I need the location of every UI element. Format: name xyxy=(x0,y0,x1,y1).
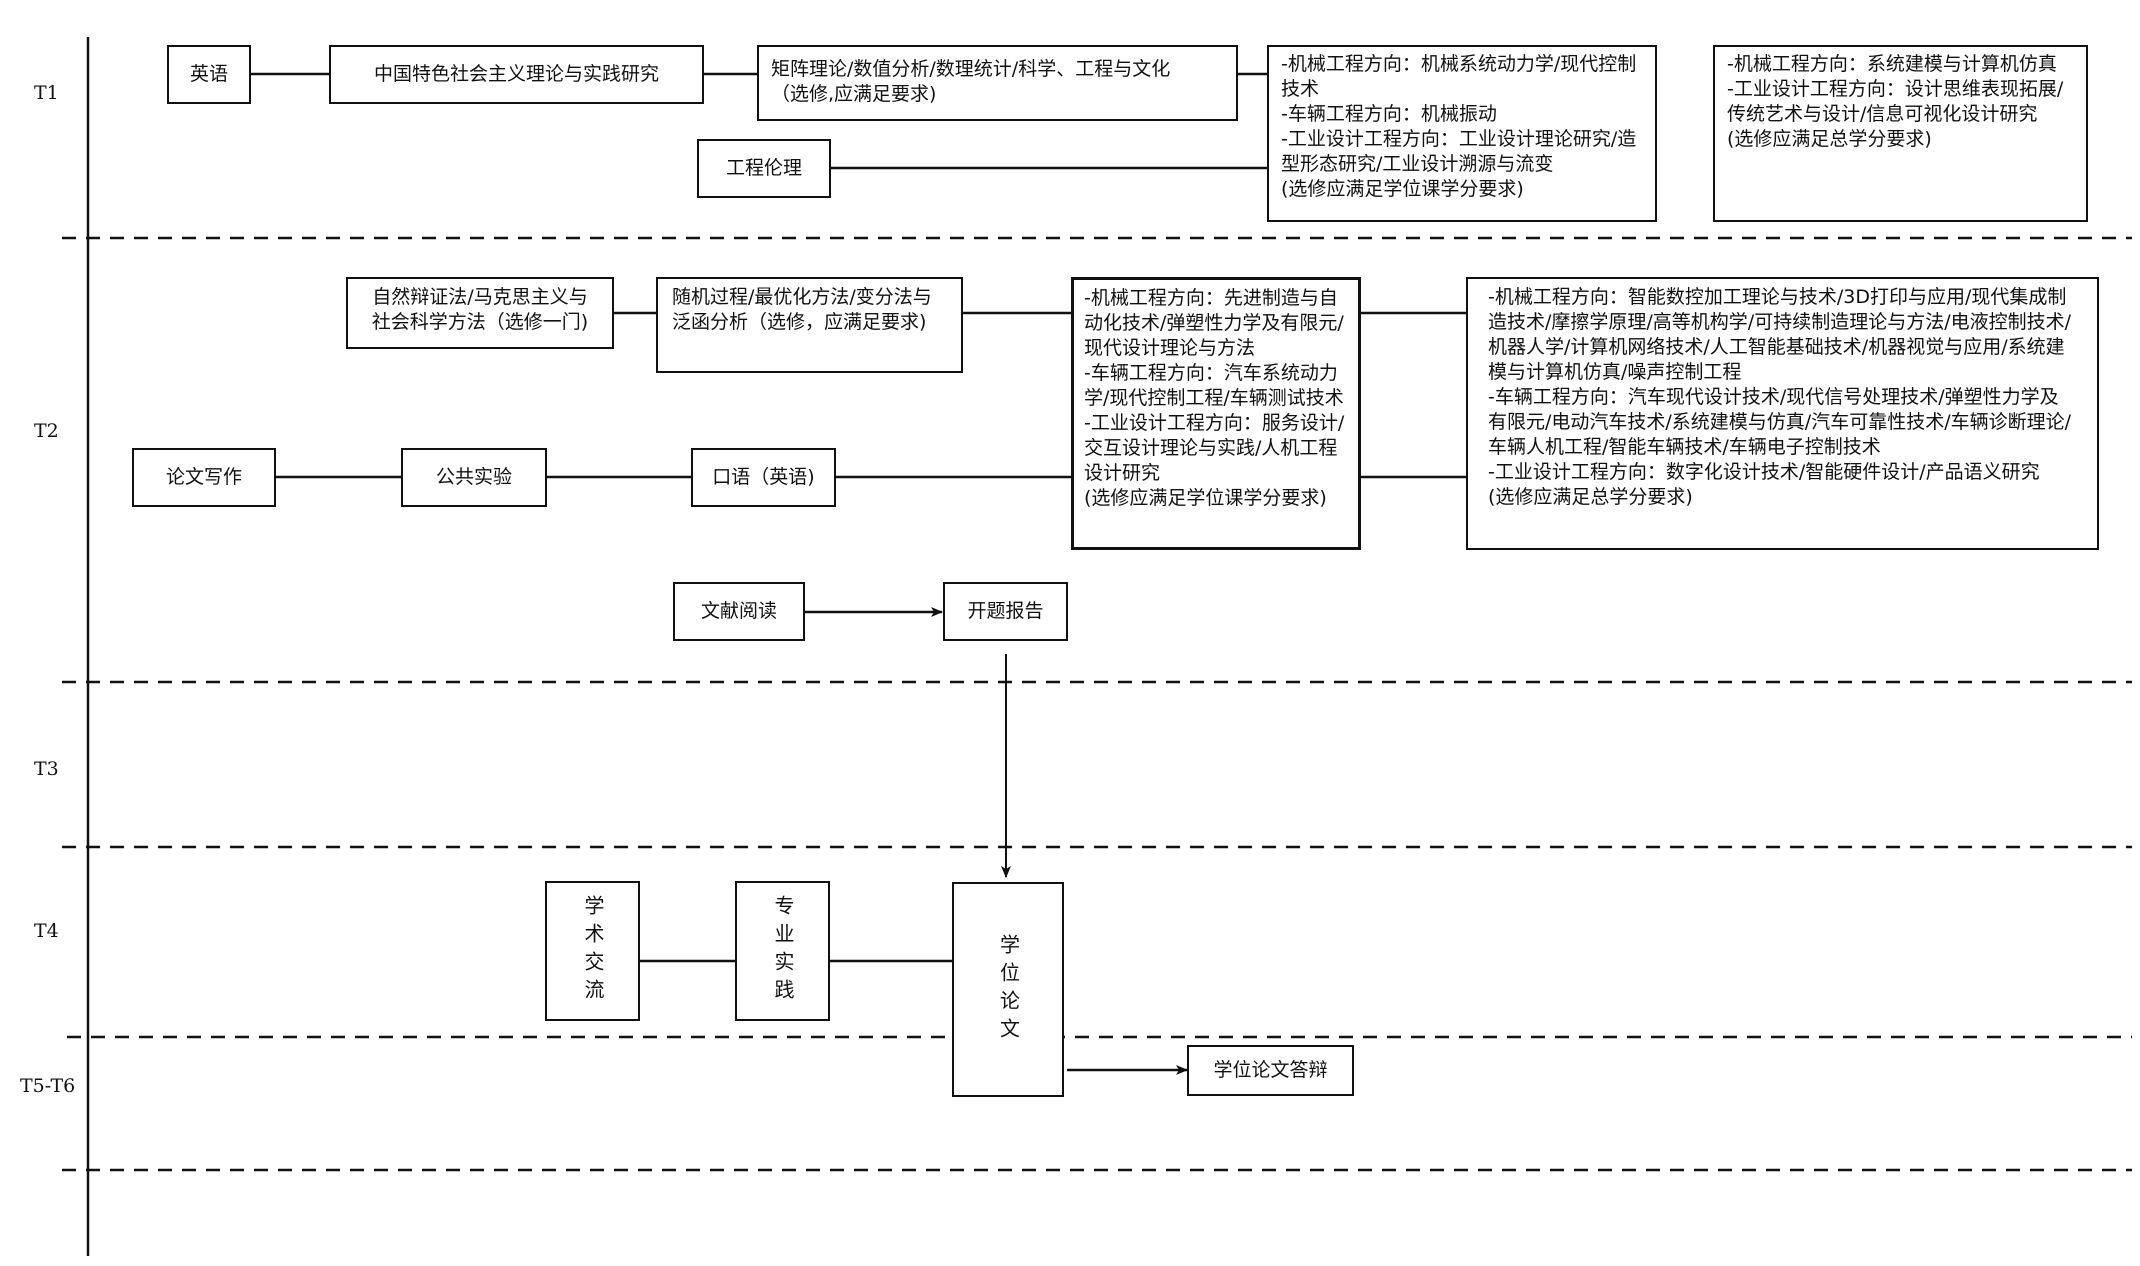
task-literature-reading: 文献阅读 xyxy=(673,582,805,641)
t1-general-electives: -机械工程方向：系统建模与计算机仿真 -工业设计工程方向：设计思维表现拓展/传统… xyxy=(1713,45,2088,222)
course-dialectics: 自然辩证法/马克思主义与社会科学方法（选修一门) xyxy=(346,277,614,349)
t1-degree-electives: -机械工程方向：机械系统动力学/现代控制技术 -车辆工程方向：机械振动 -工业设… xyxy=(1267,45,1657,222)
period-label-t1: T1 xyxy=(34,82,59,104)
period-label-t2: T2 xyxy=(34,420,59,442)
course-engineering-ethics: 工程伦理 xyxy=(697,139,831,198)
period-label-t4: T4 xyxy=(34,920,59,942)
task-thesis-defense: 学位论文答辩 xyxy=(1187,1045,1354,1096)
course-thesis-writing: 论文写作 xyxy=(132,448,276,507)
task-academic-exchange: 学术交流 xyxy=(545,881,640,1021)
course-socialism-theory: 中国特色社会主义理论与实践研究 xyxy=(329,45,704,104)
period-label-t5-t6: T5-T6 xyxy=(20,1075,76,1097)
course-english: 英语 xyxy=(167,45,251,104)
t2-degree-electives: -机械工程方向：先进制造与自动化技术/弹塑性力学及有限元/现代设计理论与方法 -… xyxy=(1071,277,1361,550)
t2-general-electives: -机械工程方向：智能数控加工理论与技术/3D打印与应用/现代集成制造技术/摩擦学… xyxy=(1466,277,2099,550)
task-proposal-report: 开题报告 xyxy=(943,582,1068,641)
course-stochastic-optimization: 随机过程/最优化方法/变分法与泛函分析（选修，应满足要求) xyxy=(656,277,963,373)
course-oral-english: 口语（英语) xyxy=(691,448,836,507)
period-label-t3: T3 xyxy=(34,758,59,780)
task-professional-practice: 专业实践 xyxy=(735,881,830,1021)
task-degree-thesis: 学位论文 xyxy=(952,882,1064,1097)
course-math-electives: 矩阵理论/数值分析/数理统计/科学、工程与文化 （选修,应满足要求) xyxy=(757,45,1238,121)
course-public-lab: 公共实验 xyxy=(401,448,547,507)
